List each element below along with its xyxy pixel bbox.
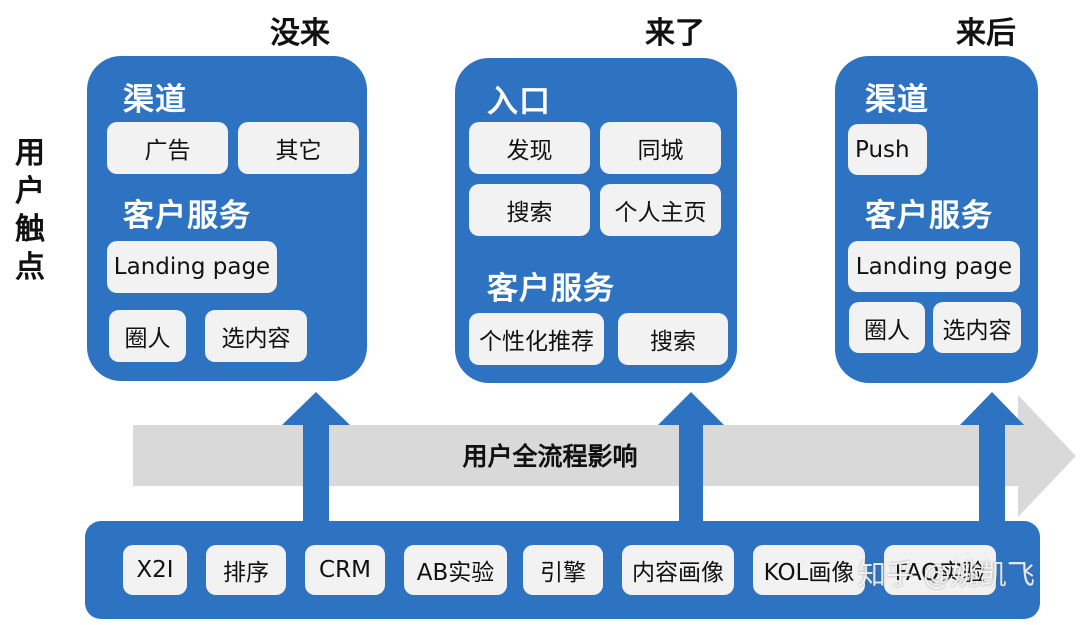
panel-before: 渠道 广告 其它 客户服务 Landing page 圈人 选内容 — [87, 56, 367, 381]
chip-faq-experiment: FAQ实验 — [884, 545, 996, 595]
chip-content-profile: 内容画像 — [622, 545, 734, 595]
foundation-bar: X2I 排序 CRM AB实验 引擎 内容画像 KOL画像 FAQ实验 — [85, 521, 1040, 619]
flow-arrow — [133, 395, 1076, 517]
chip-select-content: 选内容 — [933, 302, 1021, 353]
chip-kol-profile: KOL画像 — [753, 545, 865, 595]
chip-select-content: 选内容 — [205, 310, 307, 362]
section-title-channel: 渠道 — [865, 82, 929, 118]
chip-other: 其它 — [238, 122, 359, 174]
chip-search-entry: 搜索 — [469, 184, 590, 236]
chip-engine: 引擎 — [523, 545, 603, 595]
section-title-customer-service: 客户服务 — [123, 198, 251, 234]
chip-ab-experiment: AB实验 — [404, 545, 507, 595]
flow-label: 用户全流程影响 — [462, 442, 638, 471]
chip-discover: 发现 — [469, 122, 590, 174]
chip-crm: CRM — [305, 545, 385, 595]
watermark: 知乎 @姚凯飞 — [858, 558, 1035, 591]
user-touchpoint-label: 用 户 触 点 — [15, 136, 45, 285]
section-title-customer-service: 客户服务 — [865, 198, 993, 234]
section-title-channel: 渠道 — [123, 82, 187, 118]
phase-title-before: 没来 — [270, 16, 330, 51]
section-title-customer-service: 客户服务 — [487, 271, 615, 307]
chip-personalized-recommendation: 个性化推荐 — [469, 313, 604, 365]
panel-during: 入口 发现 同城 搜索 个人主页 客户服务 个性化推荐 搜索 — [455, 58, 737, 383]
section-title-entry: 入口 — [487, 84, 551, 120]
chip-audience: 圈人 — [849, 302, 925, 353]
panel-after: 渠道 Push 客户服务 Landing page 圈人 选内容 — [835, 56, 1038, 383]
chip-x2i: X2I — [123, 545, 187, 595]
chip-landing-page: Landing page — [848, 241, 1020, 292]
up-arrow-1 — [282, 392, 350, 521]
chip-ads: 广告 — [107, 122, 228, 174]
chip-landing-page: Landing page — [107, 241, 277, 293]
chip-same-city: 同城 — [600, 122, 721, 174]
chip-profile-page: 个人主页 — [600, 184, 721, 236]
up-arrow-2 — [658, 392, 724, 521]
phase-title-after: 来后 — [956, 16, 1016, 51]
phase-title-during: 来了 — [645, 16, 705, 51]
up-arrow-3 — [960, 392, 1024, 521]
chip-search-service: 搜索 — [618, 313, 728, 365]
chip-push: Push — [848, 124, 927, 175]
chip-ranking: 排序 — [206, 545, 286, 595]
chip-audience: 圈人 — [109, 310, 186, 362]
